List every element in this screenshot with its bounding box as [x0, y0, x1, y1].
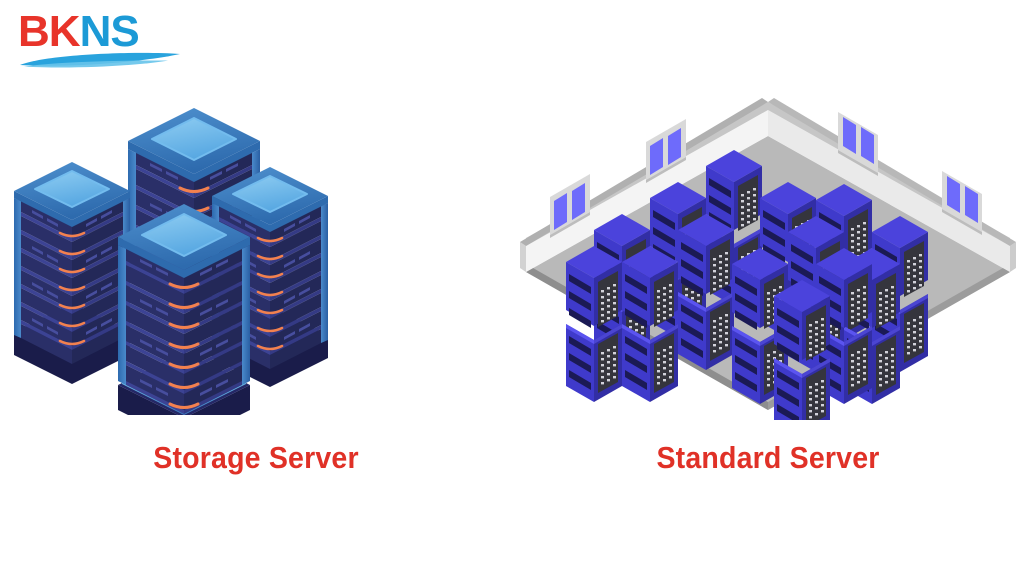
window-right-2 [942, 171, 982, 235]
caption-storage-server: Storage Server [153, 440, 359, 475]
panel-standard-server: Standard Server [512, 0, 1024, 576]
tower-top-cap [128, 108, 260, 182]
tower-led-indicators [58, 231, 86, 346]
tower-top-cap [212, 167, 328, 232]
storage-server-illustration [14, 108, 328, 415]
window-left-1 [550, 174, 590, 238]
tower-top-cap [14, 162, 130, 227]
logo-wordmark: BKNS [18, 7, 140, 56]
tower-vent-dashes [32, 210, 112, 335]
window-left-2 [646, 119, 686, 183]
server-rack[interactable] [774, 280, 830, 420]
logo-text-ns: NS [79, 7, 140, 56]
logo-text-bk: BK [18, 7, 81, 56]
tower-body [14, 198, 130, 364]
tower-led-indicators [256, 236, 284, 351]
tower-led-indicators [168, 282, 200, 409]
storage-tower-left [14, 162, 130, 384]
standard-server-datacenter-illustration [520, 98, 1016, 420]
caption-standard-server: Standard Server [656, 440, 880, 475]
brand-logo[interactable]: BKNS [18, 8, 198, 72]
tower-top-cap [118, 204, 250, 278]
storage-tower-front-center [118, 204, 250, 415]
tower-vent-dashes [140, 259, 228, 396]
panel-storage-server: Storage Server [14, 108, 359, 475]
window-right-1 [838, 112, 878, 176]
tower-body [118, 245, 250, 414]
logo-swoosh-icon [20, 52, 180, 68]
